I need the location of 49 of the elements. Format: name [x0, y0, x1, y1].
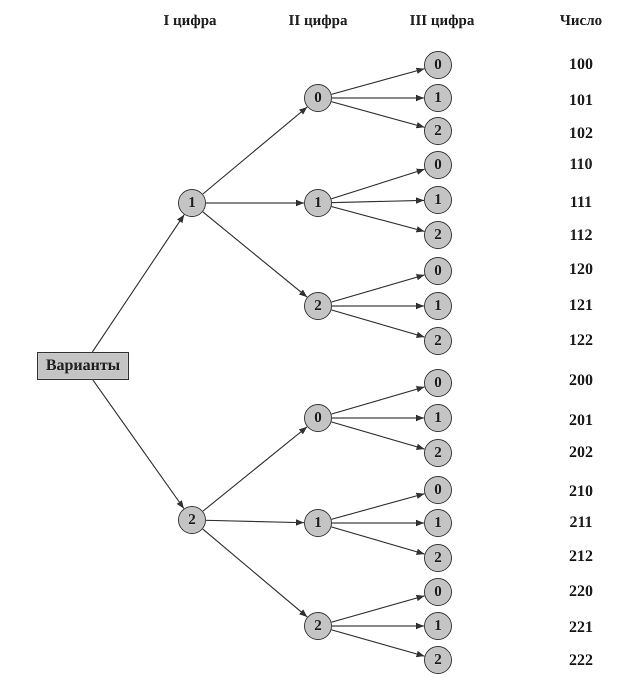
arrow — [332, 94, 424, 102]
column-heading: III цифра — [410, 12, 474, 31]
number-label: 220 — [569, 582, 593, 602]
number-label: 211 — [569, 513, 593, 533]
arrow — [331, 101, 425, 128]
number-label: 121 — [569, 296, 593, 316]
arrow — [331, 421, 425, 450]
arrow — [331, 386, 425, 415]
number-label: 210 — [569, 482, 593, 502]
column-heading: Число — [560, 12, 602, 31]
arrow — [331, 492, 425, 520]
arrow — [206, 200, 304, 206]
arrow — [331, 168, 425, 200]
arrow — [206, 519, 304, 526]
number-label: 221 — [569, 618, 593, 638]
arrow — [331, 274, 425, 303]
arrow — [332, 520, 424, 526]
number-label: 222 — [569, 651, 593, 671]
arrow — [331, 594, 425, 623]
number-label: 122 — [569, 331, 593, 351]
number-label: 201 — [569, 411, 593, 431]
arrow — [202, 106, 308, 194]
number-label: 101 — [569, 91, 593, 111]
column-heading: II цифра — [288, 12, 348, 31]
number-label: 102 — [569, 124, 593, 144]
arrow — [332, 302, 424, 310]
number-label: 112 — [569, 226, 593, 246]
number-label: 111 — [570, 193, 592, 213]
column-heading: I цифра — [163, 12, 217, 31]
arrow — [202, 426, 308, 512]
root-box: Варианты — [37, 352, 129, 380]
arrow — [202, 528, 308, 618]
arrow — [92, 380, 184, 509]
number-label: 202 — [569, 443, 593, 463]
number-label: 110 — [569, 155, 593, 175]
arrow — [332, 414, 424, 422]
arrow — [331, 309, 425, 338]
arrow — [331, 206, 425, 232]
arrow — [331, 68, 425, 95]
number-label: 120 — [569, 260, 593, 280]
number-label: 100 — [569, 55, 593, 75]
arrow — [332, 197, 424, 204]
number-label: 200 — [569, 371, 593, 391]
arrow — [331, 526, 425, 555]
number-label: 212 — [569, 547, 593, 567]
arrow — [332, 622, 424, 630]
arrow — [92, 214, 185, 352]
arrow — [202, 211, 308, 298]
arrow — [331, 629, 425, 658]
